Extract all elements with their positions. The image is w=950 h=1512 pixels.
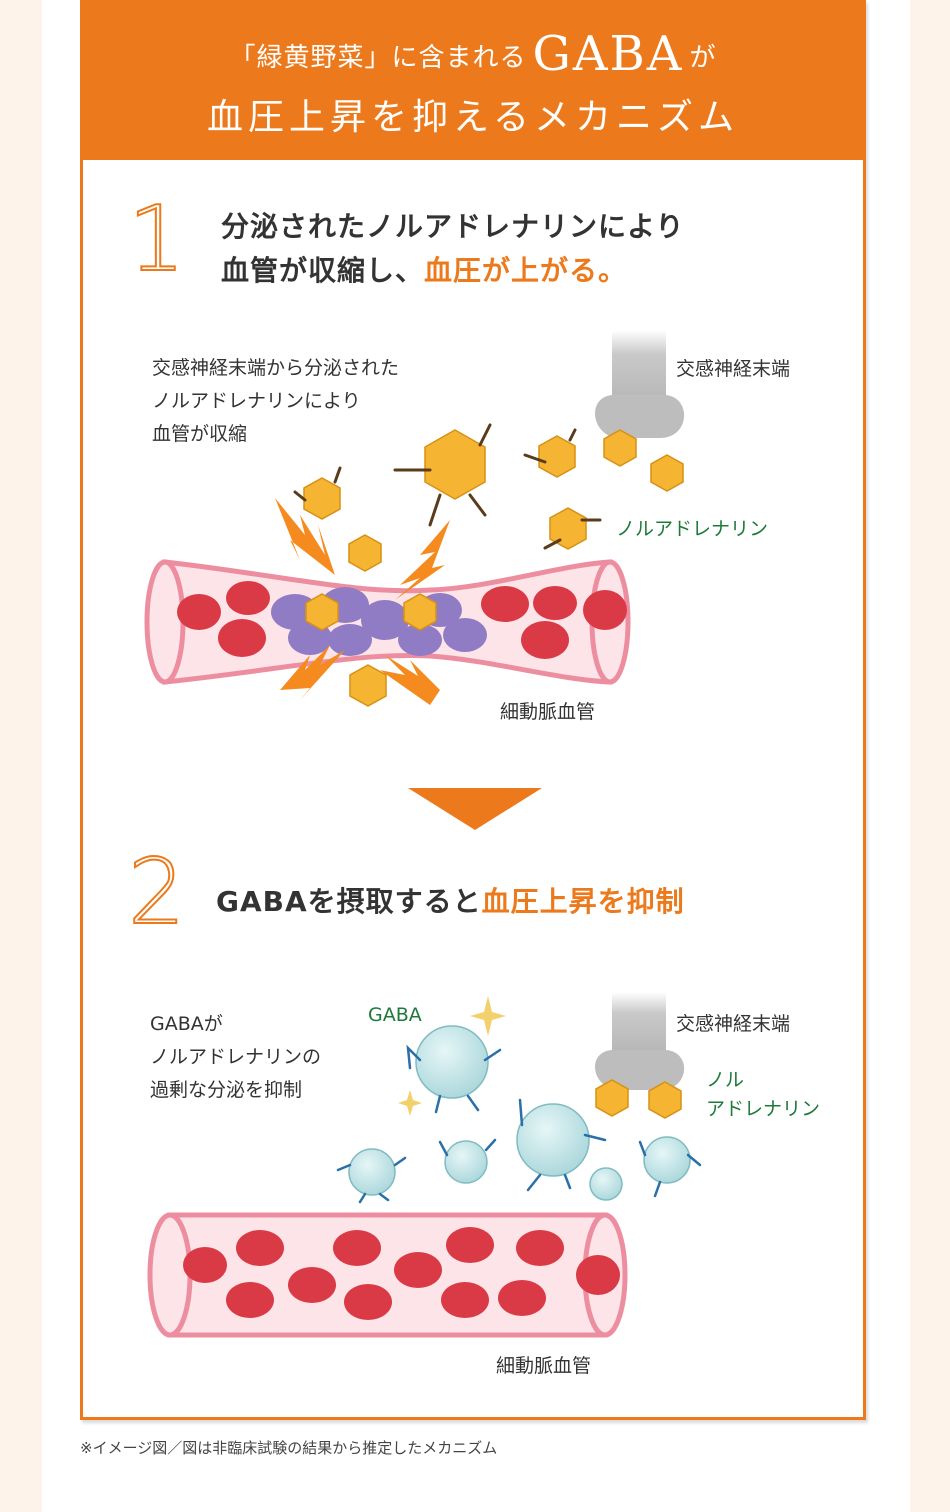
step1-vessel bbox=[147, 562, 628, 682]
noradrenaline bbox=[304, 478, 340, 519]
step2-vessel bbox=[150, 1215, 625, 1335]
step2-nerve-terminal bbox=[595, 992, 684, 1090]
gaba bbox=[445, 1141, 487, 1183]
gaba bbox=[349, 1149, 395, 1195]
noradrenaline bbox=[349, 535, 381, 571]
noradrenaline bbox=[539, 436, 575, 477]
gaba bbox=[644, 1137, 690, 1183]
gaba bbox=[590, 1168, 622, 1200]
gaba-big bbox=[416, 1026, 488, 1098]
step-arrow-down bbox=[408, 788, 542, 830]
gaba bbox=[517, 1104, 589, 1176]
noradrenaline bbox=[350, 665, 386, 706]
noradrenaline-big bbox=[425, 430, 485, 499]
noradrenaline bbox=[651, 455, 683, 491]
step1-nerve-terminal bbox=[595, 330, 684, 438]
